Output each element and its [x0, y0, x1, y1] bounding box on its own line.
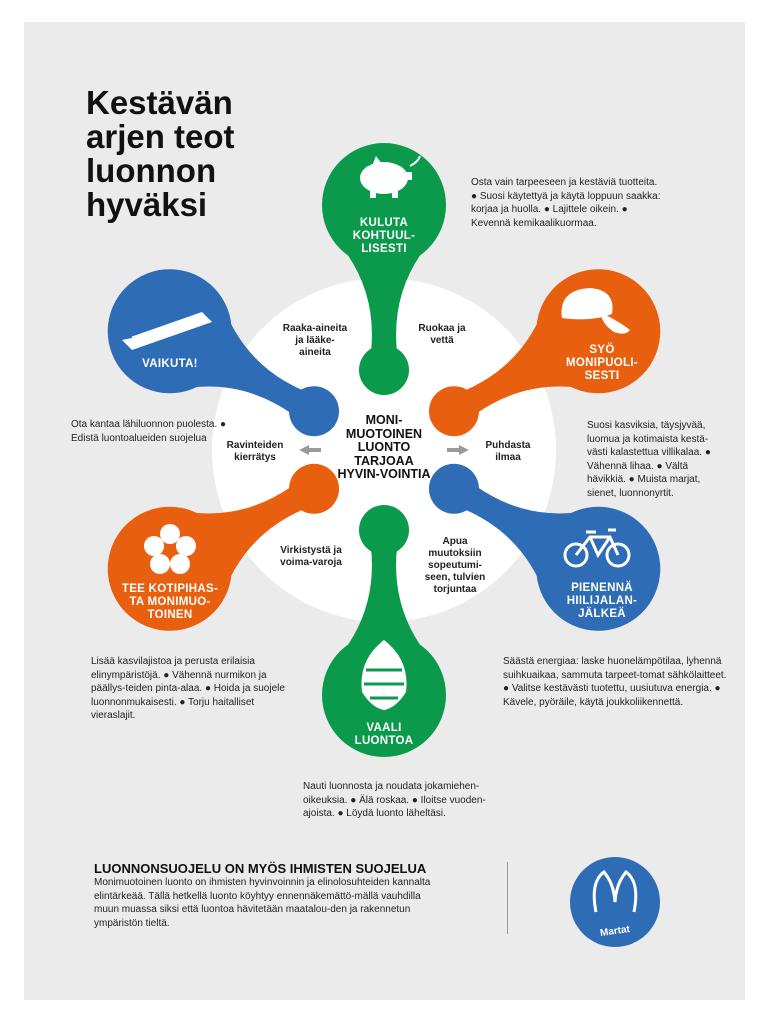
desc-kotipiha: Lisää kasvilajistoa ja perusta erilaisia… [91, 656, 285, 721]
benefit-raaka-aineet: Raaka-aineita ja lääke-aineita [282, 323, 348, 358]
mushroom-icon [561, 288, 630, 334]
desc-syo: Suosi kasviksia, täysjyvää, luomua ja ko… [587, 420, 711, 499]
martat-logo-mark [592, 869, 638, 913]
center-circle [212, 278, 556, 622]
petal-label-pienenna: PIENENNÄ HIILIJALAN-JÄLKEÄ [566, 582, 638, 620]
bicycle-icon [563, 528, 631, 568]
desc-pienenna: Säästä energiaa: laske huonelämpötilaa, … [503, 656, 727, 708]
petal-label-kotipiha: TEE KOTIPIHAS-TA MONIMUO-TOINEN [121, 583, 219, 621]
footer-heading: LUONNONSUOJELU ON MYÖS IHMISTEN SUOJELUA [94, 861, 427, 876]
desc-kuluta: Osta vain tarpeeseen ja kestäviä tuottei… [471, 177, 661, 229]
desc-vaikuta: Ota kantaa lähiluonnon puolesta. ● Edist… [71, 419, 227, 444]
petal-label-kuluta: KULUTA KOHTUUL-LISESTI [352, 217, 416, 255]
center-text: MONI-MUOTOINEN LUONTO TARJOAA HYVIN-VOIN… [337, 413, 431, 481]
footer-text: Monimuotoinen luonto on ihmisten hyvinvo… [94, 877, 431, 929]
footer-divider [507, 862, 508, 934]
petal-label-vaikuta: VAIKUTA! [142, 358, 198, 370]
pine-cone-icon [361, 640, 407, 710]
petal-label-vaali: VAALI LUONTOA [354, 722, 414, 747]
piggy-bank-icon [360, 155, 421, 198]
benefit-ilma: Puhdasta ilmaa [485, 440, 531, 463]
benefit-ravinteet: Ravinteiden kierrätys [226, 440, 284, 463]
desc-vaali: Nauti luonnosta ja noudata jokamiehen-oi… [303, 781, 486, 819]
benefit-sopeutuminen: Apua muutoksiin sopeutumi-seen, tulvien … [424, 536, 486, 595]
page-title: Kestävän arjen teot luonnon hyväksi [86, 84, 235, 223]
benefit-virkistys: Virkistystä ja voima-varoja [280, 545, 342, 568]
pencil-icon [122, 312, 212, 350]
benefit-ruokaa: Ruokaa ja vettä [418, 323, 466, 346]
flower-icon [144, 524, 196, 574]
petal-label-syo: SYÖ MONIPUOLI-SESTI [566, 344, 638, 382]
